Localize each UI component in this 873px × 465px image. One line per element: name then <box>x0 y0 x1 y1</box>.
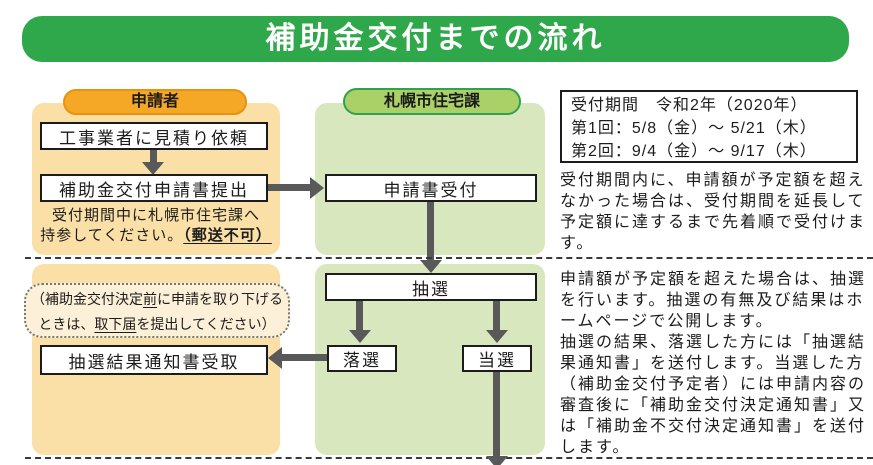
arrow-accept-to-lottery-head <box>420 260 442 273</box>
arrow-accept-to-lottery-shaft <box>427 202 434 261</box>
arrow-quote-to-submit-head <box>142 162 164 175</box>
step-win: 当選 <box>462 345 532 372</box>
submit-note-no-mail: （郵送不可） <box>183 227 272 244</box>
submit-note-line2: 持参してください。 <box>40 227 184 244</box>
step-lose: 落選 <box>327 345 397 372</box>
step-receive-result: 抽選結果通知書受取 <box>40 345 268 375</box>
section-divider-bottom <box>25 457 873 459</box>
period-line1: 受付期間 令和2年（2020年） <box>571 97 808 114</box>
withdraw-note-l2-post: を提出してください） <box>136 316 276 332</box>
step-accept-application: 申請書受付 <box>325 174 537 202</box>
arrow-lottery-to-lose-head <box>349 330 371 343</box>
arrow-submit-to-accept-head <box>310 177 324 199</box>
arrow-lottery-to-win-shaft <box>493 301 500 332</box>
page-title: 補助金交付までの流れ <box>22 16 849 62</box>
step-lottery: 抽選 <box>325 273 537 301</box>
step-submit-application: 補助金交付申請書提出 <box>40 174 268 202</box>
section-divider-middle <box>25 257 873 259</box>
arrow-lottery-to-lose-shaft <box>356 301 363 332</box>
arrow-quote-to-submit-shaft <box>150 150 157 164</box>
arrow-lottery-to-win-head <box>486 330 508 343</box>
paragraph-lottery-part2: 抽選の結果、落選した方には「抽選結果通知書」を送付します。当選した方（補助金交付… <box>560 334 867 456</box>
submit-note-line1: 受付期間中に札幌市住宅課へ <box>51 207 260 224</box>
arrow-win-down-head <box>486 456 508 465</box>
period-line3: 第2回：9/4（金）～ 9/17（木） <box>571 143 817 160</box>
city-column-label: 札幌市住宅課 <box>343 88 521 115</box>
reception-period-box: 受付期間 令和2年（2020年） 第1回：5/8（金）～ 5/21（木） 第2回… <box>560 90 858 163</box>
withdraw-note-l2-underline: 取下届 <box>94 316 137 332</box>
paragraph-reception-extension: 受付期間内に、申請額が予定額を超えなかった場合は、受付期間を延長して予定額に達す… <box>560 172 867 252</box>
arrow-submit-to-accept-shaft <box>268 184 313 191</box>
paragraph-lottery-explanation: 申請額が予定額を超えた場合は、抽選を行います。抽選の有無及び結果はホームページで… <box>560 269 870 458</box>
period-line2: 第1回：5/8（金）～ 5/21（木） <box>571 120 817 137</box>
arrow-lose-to-receive-head <box>268 347 282 369</box>
withdraw-note: （補助金交付決定前に申請を取り下げる ときは、取下届を提出してください） <box>24 283 290 338</box>
arrow-win-down-shaft <box>493 372 500 458</box>
arrow-lose-to-receive-shaft <box>281 354 328 361</box>
applicant-column-label: 申請者 <box>63 89 247 115</box>
withdraw-note-l1-underline: 前 <box>143 291 157 307</box>
withdraw-note-l1-pre: （補助金交付決定 <box>31 291 143 307</box>
paragraph-lottery-part1: 申請額が予定額を超えた場合は、抽選を行います。抽選の有無及び結果はホームページで… <box>560 271 867 330</box>
withdraw-note-l1-post: に申請を取り下げる <box>157 291 283 307</box>
withdraw-note-l2-pre: ときは、 <box>38 316 95 332</box>
step-request-quote: 工事業者に見積り依頼 <box>40 122 268 150</box>
submit-application-note: 受付期間中に札幌市住宅課へ 持参してください。（郵送不可） <box>34 206 278 246</box>
